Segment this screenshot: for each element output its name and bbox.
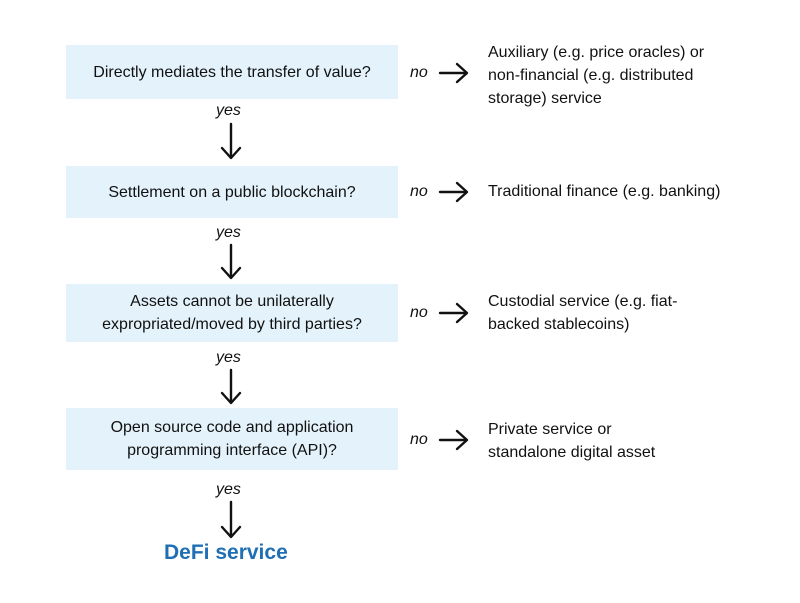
- question-3-line-1: Assets cannot be unilaterally: [130, 293, 334, 310]
- outcome-3: Custodial service (e.g. fiat- backed sta…: [488, 290, 677, 336]
- outcome-1-line-3: storage) service: [488, 90, 602, 107]
- no-arrow-4: [438, 429, 469, 451]
- no-label-1: no: [410, 64, 428, 81]
- question-box-1: Directly mediates the transfer of value?: [66, 45, 398, 99]
- yes-arrow-4: [220, 500, 242, 539]
- outcome-2: Traditional finance (e.g. banking): [488, 180, 720, 203]
- outcome-2-line-1: Traditional finance (e.g. banking): [488, 183, 721, 200]
- question-box-2: Settlement on a public blockchain?: [66, 166, 398, 218]
- question-2-text: Settlement on a public blockchain?: [108, 183, 356, 201]
- question-1-text: Directly mediates the transfer of value?: [93, 63, 371, 81]
- outcome-1: Auxiliary (e.g. price oracles) or non-fi…: [488, 41, 704, 110]
- no-label-4: no: [410, 431, 428, 448]
- question-4-line-1: Open source code and application: [110, 419, 354, 436]
- defi-service-result: DeFi service: [164, 541, 288, 564]
- yes-label-4: yes: [216, 481, 241, 498]
- outcome-4-line-1: Private service or: [488, 421, 612, 438]
- yes-label-1: yes: [216, 102, 241, 119]
- outcome-3-line-2: backed stablecoins): [488, 316, 630, 333]
- question-3-line-2: expropriated/moved by third parties?: [102, 316, 362, 333]
- yes-arrow-2: [220, 243, 242, 280]
- outcome-4-line-2: standalone digital asset: [488, 444, 656, 461]
- no-label-3: no: [410, 304, 428, 321]
- no-arrow-1: [438, 62, 469, 84]
- outcome-1-line-1: Auxiliary (e.g. price oracles) or: [488, 44, 705, 61]
- yes-arrow-1: [220, 122, 242, 160]
- no-label-2: no: [410, 183, 428, 200]
- outcome-1-line-2: non-financial (e.g. distributed: [488, 67, 694, 84]
- yes-label-2: yes: [216, 224, 241, 241]
- yes-label-3: yes: [216, 349, 241, 366]
- no-arrow-2: [438, 181, 469, 203]
- yes-arrow-3: [220, 368, 242, 405]
- question-box-3: Assets cannot be unilaterally expropriat…: [66, 284, 398, 342]
- question-4-line-2: programming interface (API)?: [127, 442, 337, 459]
- no-arrow-3: [438, 302, 469, 324]
- question-box-4: Open source code and application program…: [66, 408, 398, 470]
- outcome-4: Private service or standalone digital as…: [488, 418, 655, 464]
- outcome-3-line-1: Custodial service (e.g. fiat-: [488, 293, 678, 310]
